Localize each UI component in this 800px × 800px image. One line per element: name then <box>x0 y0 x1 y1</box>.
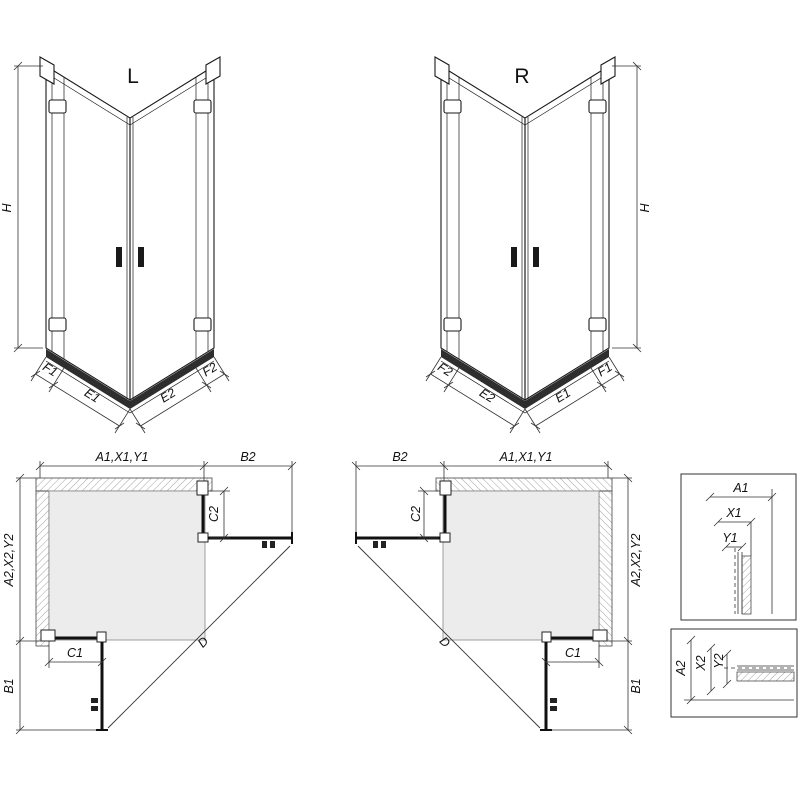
dim-c1-leftplan: C1 <box>67 646 83 660</box>
dim-f2-right: F2 <box>435 360 455 380</box>
dim-x2-detail: X2 <box>694 655 708 671</box>
dim-c2-leftplan: C2 <box>207 506 221 522</box>
dim-a1-detail: A1 <box>732 481 748 495</box>
dim-y2-detail: Y2 <box>712 653 726 668</box>
dim-y1-detail: Y1 <box>722 531 737 545</box>
labels-detail-top: A1 X1 Y1 <box>722 481 748 545</box>
plan-view-right <box>350 459 634 736</box>
dim-c2-rightplan: C2 <box>409 506 423 522</box>
detail-box-profile-top <box>680 473 797 621</box>
labels-left-3d: L H F1 E1 E2 F2 <box>0 65 220 406</box>
variant-label-left: L <box>127 65 139 88</box>
dim-f2-left: F2 <box>200 360 220 380</box>
dim-a2x2y2-leftplan: A2,X2,Y2 <box>2 534 16 588</box>
detail-box-profile-bottom <box>670 628 798 718</box>
dim-x1-detail: X1 <box>725 506 741 520</box>
dim-b1-leftplan: B1 <box>2 678 16 693</box>
labels-right-plan: B2 A1,X1,Y1 C2 A2,X2,Y2 B1 C1 D <box>392 450 643 694</box>
dim-h-left: H <box>0 203 14 213</box>
dim-f1-right: F1 <box>595 360 615 380</box>
variant-label-right: R <box>514 65 529 88</box>
plan-view-left <box>14 459 298 736</box>
dim-a1x1y1-rightplan: A1,X1,Y1 <box>499 450 553 464</box>
dim-f1-left: F1 <box>40 360 60 380</box>
dim-b2-leftplan: B2 <box>240 450 255 464</box>
dim-a1x1y1-leftplan: A1,X1,Y1 <box>95 450 149 464</box>
dim-h-right: H <box>638 203 652 213</box>
dim-b2-rightplan: B2 <box>392 450 407 464</box>
dim-a2-detail: A2 <box>674 660 688 676</box>
enclosure-3d-left <box>13 56 230 434</box>
dim-e1-right: E1 <box>553 386 573 406</box>
labels-detail-bottom: A2 X2 Y2 <box>674 653 726 676</box>
dim-e2-right: E2 <box>477 386 497 406</box>
dim-c1-rightplan: C1 <box>565 646 581 660</box>
dim-e2-left: E2 <box>158 386 178 406</box>
dim-b1-rightplan: B1 <box>629 678 643 693</box>
labels-right-3d: R H F2 E2 E1 F1 <box>435 65 652 406</box>
dim-e1-left: E1 <box>82 386 102 406</box>
dim-a2x2y2-rightplan: A2,X2,Y2 <box>629 534 643 588</box>
enclosure-3d-right <box>425 56 642 434</box>
labels-left-plan: A1,X1,Y1 B2 C2 A2,X2,Y2 B1 C1 D <box>2 450 256 694</box>
